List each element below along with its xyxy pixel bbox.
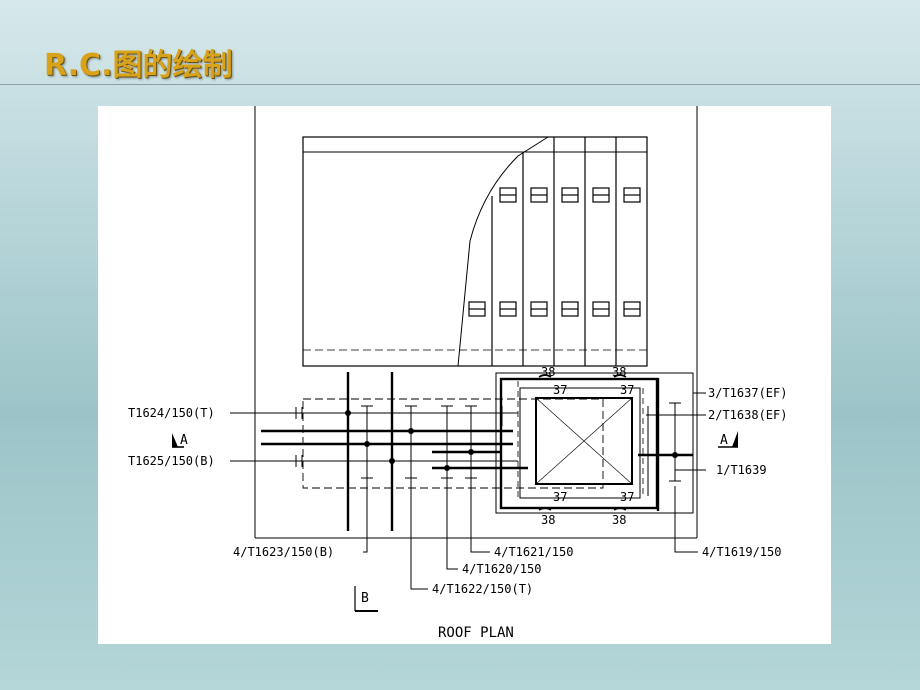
section-marker-b: B [354, 586, 378, 612]
dim-top-left-outer: 38 [541, 365, 555, 379]
svg-text:B: B [361, 591, 369, 606]
tick-marks [295, 402, 681, 496]
section-marker-a-right: A [718, 431, 738, 448]
dim-bottom-left-inner: 37 [553, 490, 567, 504]
bar-dots [345, 410, 678, 471]
upper-roof-block [302, 136, 648, 367]
roof-plan-drawing: 38 38 37 37 37 37 38 38 T1624/150(T) T16… [128, 106, 787, 641]
callout-t1639: 1/T1639 [716, 463, 767, 477]
title-divider [0, 84, 920, 85]
dim-top-left-inner: 37 [553, 383, 567, 397]
leader-lines [230, 392, 706, 590]
svg-text:A: A [180, 433, 188, 448]
section-marker-a-left: A [172, 433, 188, 448]
svg-text:A: A [720, 433, 728, 448]
pit-plan [495, 372, 694, 514]
thin-bar-lines [236, 412, 518, 462]
drawing-caption: ROOF PLAN [438, 625, 514, 641]
callout-t1621: 4/T1621/150 [494, 545, 573, 559]
slide-title: R.C.图的绘制 [44, 48, 233, 83]
drawing-panel: 38 38 37 37 37 37 38 38 T1624/150(T) T16… [98, 106, 831, 644]
dim-bottom-left-outer: 38 [541, 513, 555, 527]
callout-t1637: 3/T1637(EF) [708, 386, 787, 400]
dim-top-right-outer: 38 [612, 365, 626, 379]
callout-t1623: 4/T1623/150(B) [233, 545, 334, 559]
dim-bottom-right-outer: 38 [612, 513, 626, 527]
callout-t1622: 4/T1622/150(T) [432, 582, 533, 596]
callout-t1620: 4/T1620/150 [462, 562, 541, 576]
callout-t1624: T1624/150(T) [128, 406, 215, 420]
callout-t1625: T1625/150(B) [128, 454, 215, 468]
callout-t1619: 4/T1619/150 [702, 545, 781, 559]
dim-top-right-inner: 37 [620, 383, 634, 397]
dim-bottom-right-inner: 37 [620, 490, 634, 504]
callout-t1638: 2/T1638(EF) [708, 408, 787, 422]
